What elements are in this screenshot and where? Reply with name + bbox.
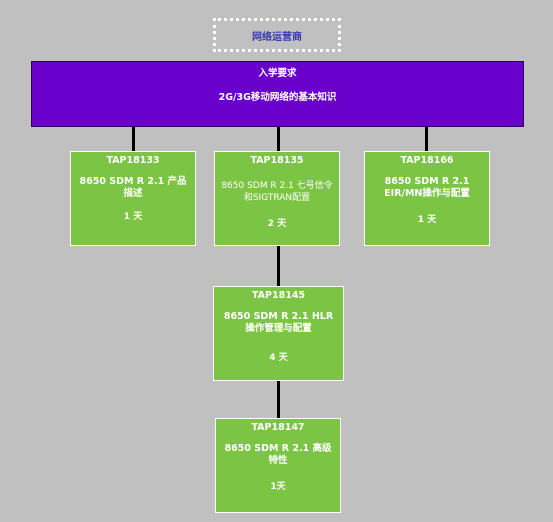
course-duration: 1 天 <box>123 212 143 222</box>
connector-line <box>277 245 280 286</box>
course-box-tap18135: TAP18135 8650 SDM R 2.1 七号信令和SIGTRAN配置 2… <box>214 151 340 246</box>
connector-line <box>277 127 280 151</box>
course-box-tap18166: TAP18166 8650 SDM R 2.1 EIR/MN操作与配置 1 天 <box>364 151 490 246</box>
course-code: TAP18135 <box>250 155 304 166</box>
role-label: 网络运营商 <box>252 31 302 43</box>
course-name: 8650 SDM R 2.1 七号信令和SIGTRAN配置 <box>221 181 333 203</box>
course-box-tap18145: TAP18145 8650 SDM R 2.1 HLR 操作管理与配置 4 天 <box>213 286 344 381</box>
course-code: TAP18147 <box>251 422 305 433</box>
course-name: 8650 SDM R 2.1 EIR/MN操作与配置 <box>384 176 470 199</box>
connector-line <box>425 127 428 151</box>
course-duration: 4 天 <box>269 353 288 363</box>
prerequisite-text: 2G/3G移动网络的基本知识 <box>218 92 337 103</box>
prerequisite-banner: 入学要求 2G/3G移动网络的基本知识 <box>31 61 524 127</box>
course-box-tap18147: TAP18147 8650 SDM R 2.1 高级特性 1天 <box>215 418 341 513</box>
course-name: 8650 SDM R 2.1 HLR 操作管理与配置 <box>223 311 334 334</box>
course-code: TAP18133 <box>106 155 160 166</box>
connector-line <box>132 127 135 151</box>
role-box: 网络运营商 <box>213 18 341 52</box>
course-name: 8650 SDM R 2.1 高级特性 <box>224 443 332 466</box>
prerequisite-title: 入学要求 <box>258 68 297 79</box>
course-name: 8650 SDM R 2.1 产品描述 <box>79 176 187 199</box>
course-duration: 2 天 <box>267 219 287 229</box>
course-duration: 1 天 <box>417 215 437 225</box>
course-code: TAP18145 <box>251 290 306 301</box>
course-box-tap18133: TAP18133 8650 SDM R 2.1 产品描述 1 天 <box>70 151 196 246</box>
connector-line <box>277 380 280 418</box>
course-code: TAP18166 <box>400 155 454 166</box>
course-duration: 1天 <box>270 482 286 492</box>
